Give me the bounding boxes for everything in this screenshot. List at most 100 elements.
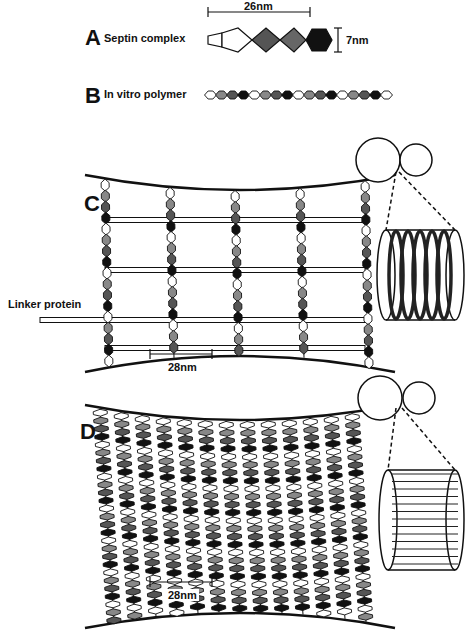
septin-subunit xyxy=(246,501,260,508)
septin-subunit xyxy=(144,535,158,542)
septin-subunit xyxy=(370,91,382,99)
septin-subunit xyxy=(94,425,108,432)
septin-stripes xyxy=(392,474,458,564)
septin-subunit xyxy=(288,500,302,507)
septin-subunit xyxy=(238,91,250,99)
septin-subunit xyxy=(135,416,149,423)
septin-subunit xyxy=(159,450,173,457)
septin-subunit xyxy=(289,508,303,515)
septin-subunit xyxy=(201,461,215,468)
septin-subunit xyxy=(336,592,350,599)
septin-subunit xyxy=(104,311,112,323)
septin-subunit xyxy=(298,265,306,277)
septin-subunit xyxy=(96,449,110,456)
septin-subunit xyxy=(300,331,308,343)
septin-subunit xyxy=(182,483,196,490)
septin-subunit xyxy=(219,421,233,428)
septin-subunit xyxy=(177,420,191,427)
septin-subunit xyxy=(268,517,282,524)
coil-turn xyxy=(437,231,451,319)
septin-subunit xyxy=(296,188,304,200)
septin-subunit xyxy=(294,588,308,595)
septin-subunit xyxy=(141,495,155,502)
septin-subunit xyxy=(147,583,161,590)
septin-subunit xyxy=(326,440,340,447)
septin-subunit xyxy=(293,572,307,579)
septin-subunit xyxy=(103,267,111,279)
septin-subunit xyxy=(103,289,111,301)
stripe xyxy=(392,564,458,565)
septin-subunit xyxy=(345,414,359,421)
septin-subunit xyxy=(170,341,178,353)
panel-letter: A xyxy=(85,26,101,50)
septin-subunit xyxy=(304,434,318,441)
septin-subunit xyxy=(264,461,278,468)
septin-subunit xyxy=(229,549,243,556)
septin-subunit xyxy=(297,243,305,255)
septin-subunit xyxy=(208,548,222,555)
septin-subunit xyxy=(128,612,142,619)
septin-subunit xyxy=(268,509,282,516)
septin-subunit xyxy=(332,528,346,535)
septin-subunit xyxy=(299,309,307,321)
septin-subunit xyxy=(159,458,173,465)
septin-subunit xyxy=(324,416,338,423)
septin-subunit xyxy=(282,91,294,99)
septin-subunit xyxy=(200,445,214,452)
septin-subunit xyxy=(286,476,300,483)
septin-subunit xyxy=(311,522,325,529)
septin-subunit xyxy=(169,297,177,309)
septin-subunit xyxy=(253,589,267,596)
septin-subunit xyxy=(265,477,279,484)
panel-letter: C xyxy=(84,192,100,216)
septin-subunit xyxy=(326,91,338,99)
septin-subunit xyxy=(365,357,373,369)
septin-subunit xyxy=(125,564,139,571)
septin-subunit xyxy=(334,552,348,559)
septin-subunit xyxy=(316,594,330,601)
septin-subunit xyxy=(137,439,151,446)
septin-subunit xyxy=(351,494,365,501)
stripe xyxy=(392,549,458,550)
septin-subunit xyxy=(164,522,178,529)
septin-subunit xyxy=(211,596,225,603)
septin-subunit xyxy=(205,91,217,99)
septin-subunit xyxy=(316,602,330,609)
septin-subunit xyxy=(93,409,107,416)
septin-subunit xyxy=(346,422,360,429)
septin-subunit xyxy=(105,585,119,592)
septin-subunit xyxy=(163,514,177,521)
septin-subunit xyxy=(337,91,349,99)
septin-subunit xyxy=(102,537,116,544)
septin-subunit xyxy=(231,581,245,588)
septin-subunit xyxy=(285,460,299,467)
septin-subunit xyxy=(283,436,297,443)
septin-subunit xyxy=(146,575,160,582)
septin-complex xyxy=(208,7,342,52)
septin-subunit xyxy=(199,437,213,444)
septin-subunit xyxy=(364,335,372,347)
septin-subunit xyxy=(96,457,110,464)
septin-subunit xyxy=(180,452,194,459)
septin-subunit xyxy=(102,212,110,224)
septin-subunit xyxy=(103,561,117,568)
septin-subunit xyxy=(297,210,305,222)
septin-subunit xyxy=(165,546,179,553)
septin-subunit xyxy=(233,605,247,612)
septin-subunit xyxy=(326,448,340,455)
septin-subunit xyxy=(104,569,118,576)
septin-subunit xyxy=(184,515,198,522)
septin-subunit xyxy=(312,538,326,545)
part-name: Linker protein xyxy=(6,298,83,310)
septin-subunit xyxy=(144,543,158,550)
septin-subunit xyxy=(169,308,177,320)
septin-subunit xyxy=(204,501,218,508)
septin-subunit xyxy=(142,511,156,518)
septin-subunit xyxy=(160,466,174,473)
septin-subunit xyxy=(120,501,134,508)
septin-subunit xyxy=(101,529,115,536)
stripe xyxy=(392,481,458,482)
septin-subunit xyxy=(362,236,370,248)
septin-subunit xyxy=(249,541,263,548)
septin-subunit xyxy=(362,214,370,226)
